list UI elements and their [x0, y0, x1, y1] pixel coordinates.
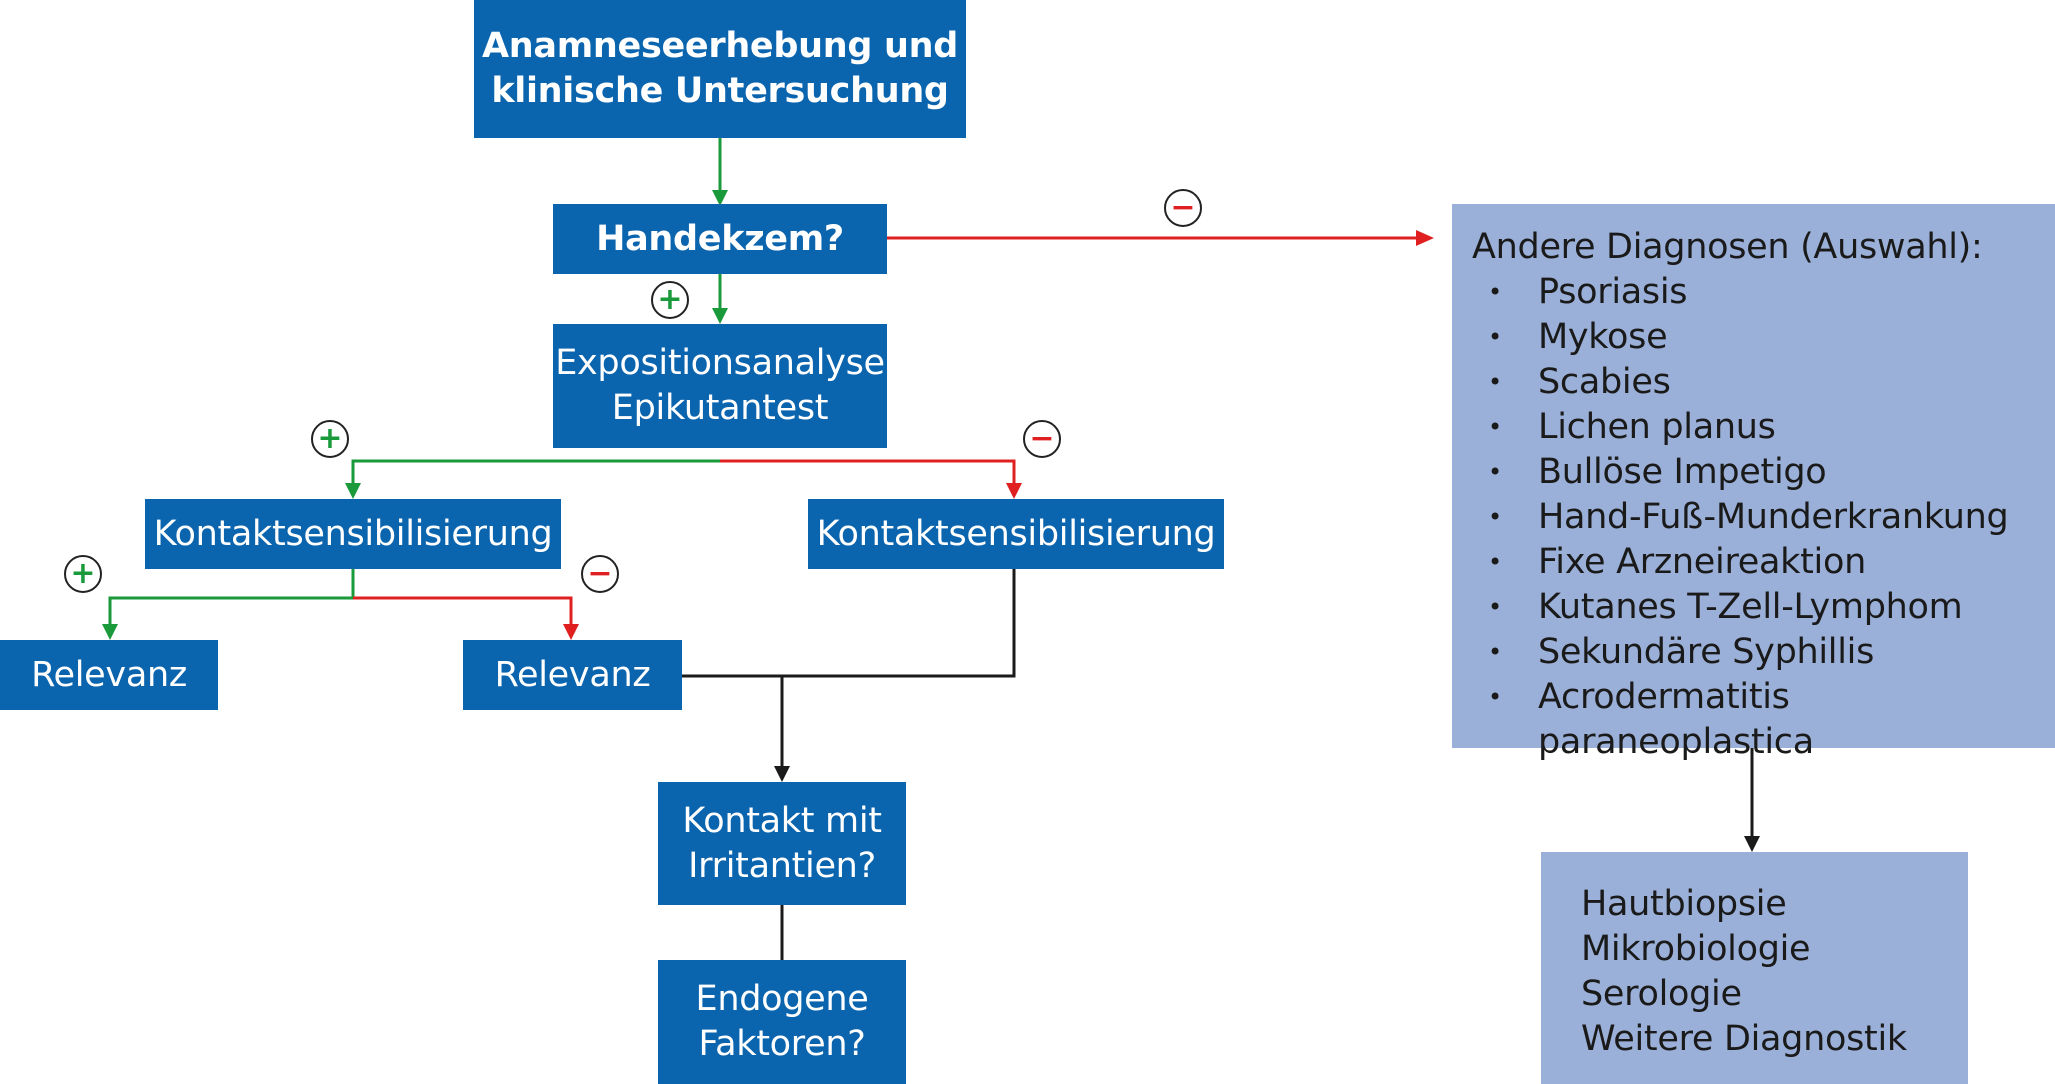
kontakt-neg-box: Kontaktsensibilisierung	[808, 499, 1224, 569]
diagnosen-title: Andere Diagnosen (Auswahl):	[1472, 227, 1983, 267]
diagnosen-list: Psoriasis Mykose Scabies Lichen planus B…	[1472, 270, 2055, 765]
weitere-line-4: Weitere Diagnostik	[1581, 1019, 1907, 1059]
exposition-line-1: Expositionsanalyse	[555, 343, 885, 383]
kontakt-pos-label: Kontaktsensibilisierung	[153, 513, 553, 554]
arrowhead	[1006, 483, 1022, 499]
handekzem-label: Handekzem?	[596, 218, 844, 259]
anamnese-line-2: klinische Untersuchung	[491, 71, 949, 111]
anamnese-box: Anamneseerhebung und klinische Untersuch…	[474, 0, 966, 138]
arrow-exposition-to-kontakt-pos	[351, 459, 720, 489]
minus-sign-handekzem: −	[1164, 189, 1202, 227]
weitere-line-3: Serologie	[1581, 974, 1742, 1014]
irritantien-line-2: Irritantien?	[688, 845, 876, 886]
handekzem-box: Handekzem?	[553, 204, 887, 274]
plus-sign-handekzem: +	[651, 281, 689, 319]
arrowhead	[563, 624, 579, 640]
minus-sign-kontakt: −	[581, 555, 619, 593]
diagnosen-item: Kutanes T-Zell-Lymphom	[1472, 585, 2055, 630]
diagnosen-item: Fixe Arzneireaktion	[1472, 540, 2055, 585]
plus-sign-kontakt: +	[64, 555, 102, 593]
diagnosen-item: Sekundäre Syphillis	[1472, 630, 2055, 675]
weitere-box: Hautbiopsie Mikrobiologie Serologie Weit…	[1541, 852, 1968, 1084]
arrowhead	[1416, 230, 1434, 246]
kontakt-neg-label: Kontaktsensibilisierung	[816, 513, 1216, 554]
diagnosen-item: Acrodermatitis paraneoplastica	[1472, 675, 2055, 765]
relevanz-neg-label: Relevanz	[494, 654, 651, 695]
endogen-line-2: Faktoren?	[698, 1024, 866, 1064]
anamnese-line-1: Anamneseerhebung und	[482, 26, 958, 66]
diagnosen-item: Psoriasis	[1472, 270, 2055, 315]
weitere-line-2: Mikrobiologie	[1581, 929, 1811, 969]
irritantien-box: Kontakt mit Irritantien?	[658, 782, 906, 905]
relevanz-neg-box: Relevanz	[463, 640, 682, 710]
endogen-line-1: Endogene	[695, 979, 869, 1019]
arrowhead	[712, 308, 728, 324]
arrow-kontakt-neg-to-merge	[682, 569, 1016, 678]
arrowhead	[1744, 836, 1760, 852]
exposition-box: Expositionsanalyse Epikutantest	[553, 324, 887, 448]
arrowhead	[102, 624, 118, 640]
diagnosen-item: Lichen planus	[1472, 405, 2055, 450]
diagnosen-item: Hand-Fuß-Munderkrankung	[1472, 495, 2055, 540]
diagnosen-item: Mykose	[1472, 315, 2055, 360]
arrowhead	[774, 766, 790, 782]
arrow-exposition-to-kontakt-neg	[720, 459, 1016, 489]
irritantien-line-1: Kontakt mit	[682, 800, 882, 841]
weitere-line-1: Hautbiopsie	[1581, 884, 1787, 924]
arrow-kontakt-to-relevanz-neg	[353, 596, 573, 630]
relevanz-pos-box: Relevanz	[0, 640, 218, 710]
arrowhead	[345, 483, 361, 499]
relevanz-pos-label: Relevanz	[31, 654, 187, 695]
arrowhead	[712, 190, 728, 206]
exposition-line-2: Epikutantest	[611, 388, 829, 428]
diagnosen-box: Andere Diagnosen (Auswahl): Psoriasis My…	[1452, 204, 2055, 762]
diagnosen-item: Bullöse Impetigo	[1472, 450, 2055, 495]
arrow-kontakt-to-relevanz-pos	[108, 569, 355, 630]
plus-sign-exposition: +	[311, 420, 349, 458]
kontakt-pos-box: Kontaktsensibilisierung	[145, 499, 561, 569]
minus-sign-exposition: −	[1023, 420, 1061, 458]
diagnosen-item: Scabies	[1472, 360, 2055, 405]
endogen-box: Endogene Faktoren?	[658, 960, 906, 1084]
